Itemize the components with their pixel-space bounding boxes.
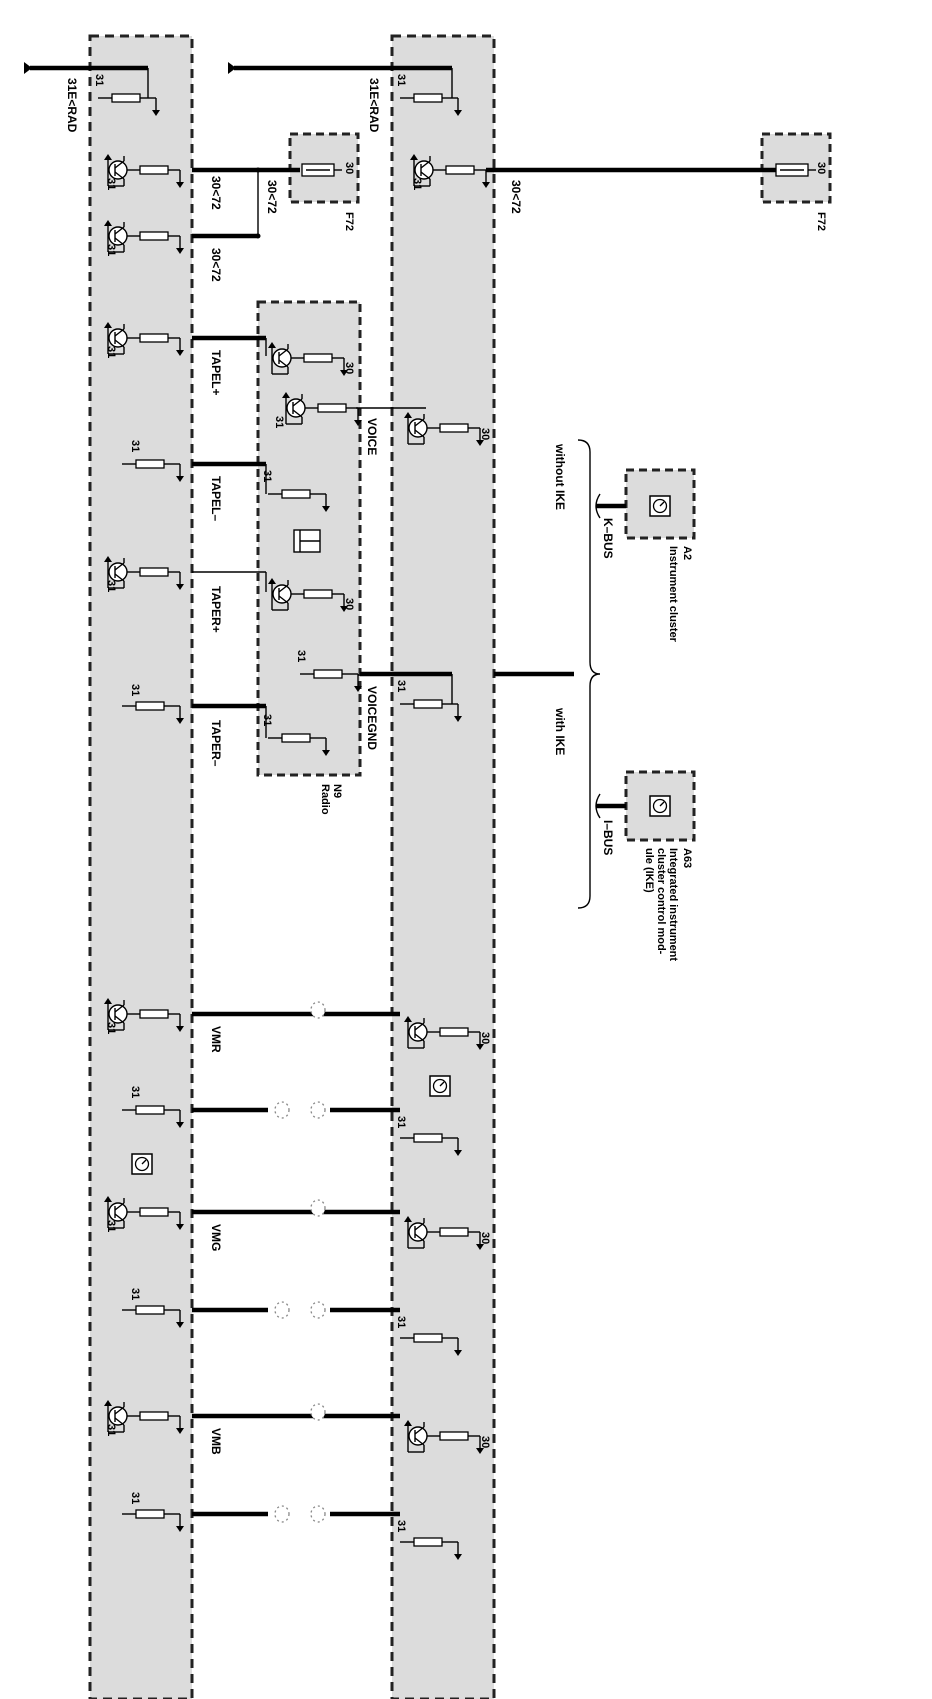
label-31: 31 bbox=[105, 1022, 117, 1034]
label-31e-rad-left: 31E<RAD bbox=[65, 78, 79, 133]
kbus-connector bbox=[595, 493, 626, 519]
label-without-ike: without IKE bbox=[553, 443, 567, 510]
label-31: 31 bbox=[261, 714, 273, 726]
label-a63-line1: Integrated instrument bbox=[667, 848, 679, 961]
label-31: 31 bbox=[395, 680, 407, 692]
label-30: 30 bbox=[479, 428, 491, 440]
label-30: 30 bbox=[479, 1232, 491, 1244]
label-30: 30 bbox=[815, 162, 827, 174]
label-31: 31 bbox=[129, 1288, 141, 1300]
label-tapel-plus: TAPEL+ bbox=[209, 350, 223, 395]
label-30: 30 bbox=[343, 598, 355, 610]
label-31: 31 bbox=[105, 244, 117, 256]
label-31: 31 bbox=[295, 650, 307, 662]
label-with-ike: with IKE bbox=[553, 707, 567, 755]
label-30: 30 bbox=[343, 162, 355, 174]
tape-icon bbox=[293, 529, 321, 553]
label-taper-plus: TAPER+ bbox=[209, 586, 223, 633]
label-31: 31 bbox=[129, 684, 141, 696]
label-voicegnd: VOICEGND bbox=[365, 686, 379, 750]
ike-variant-brace bbox=[577, 439, 601, 909]
ground-icon bbox=[24, 62, 32, 74]
label-31: 31 bbox=[105, 1424, 117, 1436]
label-30: 30 bbox=[479, 1436, 491, 1448]
ibus-connector bbox=[595, 793, 626, 819]
label-a2: A2 bbox=[681, 546, 693, 560]
label-31: 31 bbox=[129, 1086, 141, 1098]
label-f72-left: F72 bbox=[343, 212, 355, 231]
label-31: 31 bbox=[395, 1520, 407, 1532]
label-31: 31 bbox=[105, 178, 117, 190]
label-31: 31 bbox=[395, 1316, 407, 1328]
gauge-icon bbox=[429, 1075, 451, 1097]
ground-line-right bbox=[228, 62, 463, 117]
label-vmb: VMB bbox=[209, 1428, 223, 1455]
label-a63-line3: ule (IKE) bbox=[643, 848, 655, 893]
left-module-panel bbox=[88, 34, 194, 1699]
label-31: 31 bbox=[105, 1220, 117, 1232]
label-31: 31 bbox=[395, 74, 407, 86]
label-30-72-a: 30<72 bbox=[209, 176, 223, 210]
label-radio: Radio bbox=[319, 784, 331, 815]
gauge-icon bbox=[131, 1153, 153, 1175]
label-31: 31 bbox=[261, 470, 273, 482]
ground-line-left bbox=[24, 62, 161, 117]
label-kbus: K–BUS bbox=[601, 518, 615, 559]
label-a63: A63 bbox=[681, 848, 693, 868]
label-31: 31 bbox=[105, 346, 117, 358]
label-vmg: VMG bbox=[209, 1224, 223, 1251]
label-31: 31 bbox=[395, 1116, 407, 1128]
label-31: 31 bbox=[411, 178, 423, 190]
label-30-72-d: 30<72 bbox=[509, 180, 523, 214]
label-taper-minus: TAPER– bbox=[209, 720, 223, 767]
fuse-icon bbox=[301, 163, 342, 177]
label-31: 31 bbox=[105, 580, 117, 592]
label-vmr: VMR bbox=[209, 1026, 223, 1053]
label-31: 31 bbox=[129, 1492, 141, 1504]
gauge-icon bbox=[649, 795, 671, 817]
label-n9: N9 bbox=[331, 784, 343, 798]
label-30: 30 bbox=[479, 1032, 491, 1044]
label-31: 31 bbox=[129, 440, 141, 452]
label-a63-line2: cluster control mod- bbox=[655, 848, 667, 955]
label-30-72-b: 30<72 bbox=[209, 248, 223, 282]
label-31e-rad-right: 31E<RAD bbox=[367, 78, 381, 133]
label-voice: VOICE bbox=[365, 418, 379, 455]
label-f72-right: F72 bbox=[815, 212, 827, 231]
fuse-icon bbox=[775, 163, 816, 177]
label-31: 31 bbox=[93, 74, 105, 86]
label-ibus: I–BUS bbox=[601, 820, 615, 855]
label-30-72-c: 30<72 bbox=[265, 180, 279, 214]
label-30: 30 bbox=[343, 362, 355, 374]
gauge-icon bbox=[649, 495, 671, 517]
label-31: 31 bbox=[273, 416, 285, 428]
ground-icon bbox=[228, 62, 236, 74]
label-a2-name: Instrument cluster bbox=[667, 546, 679, 643]
label-tapel-minus: TAPEL– bbox=[209, 476, 223, 521]
